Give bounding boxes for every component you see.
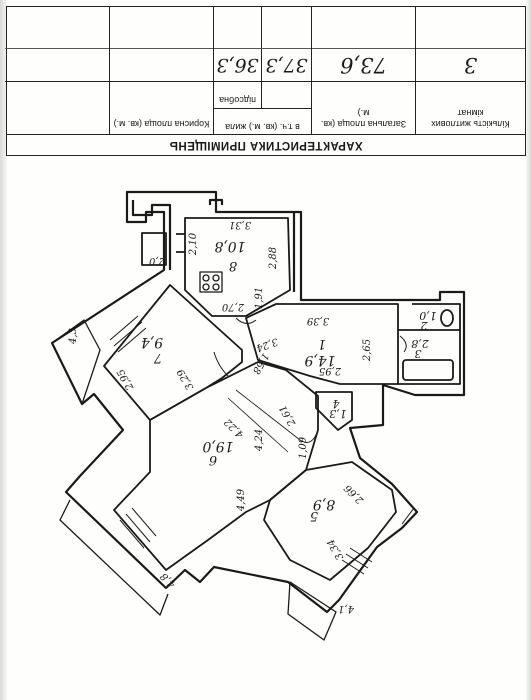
plan-label-balcony-c: 4,1 bbox=[338, 603, 355, 614]
plan-label-room-1-num: 1 bbox=[318, 336, 326, 351]
plan-label-room-7-area: 9,4 bbox=[141, 334, 163, 350]
plan-label-room-7-dim-b: 2,95 bbox=[116, 367, 137, 393]
plan-label-room-6-dim-b: 4,22 bbox=[222, 416, 246, 440]
plan-label-room-4-area: 1,3 bbox=[329, 407, 347, 420]
plan-label-room-8-dim-a: 3,31 bbox=[229, 219, 251, 230]
plan-label-room-8-dim-c: 2,88 bbox=[268, 247, 279, 270]
plan-label-room-6-area: 19,0 bbox=[202, 438, 233, 454]
windows bbox=[109, 315, 415, 575]
scan-edge-right bbox=[526, 0, 531, 700]
plan-label-closet-area: 2,0 bbox=[148, 255, 166, 266]
plan-label-room-3-num: 3 bbox=[415, 347, 422, 360]
doors bbox=[213, 317, 407, 443]
plan-label-room-5-dim-b: 3,34 bbox=[326, 537, 347, 562]
interior-walls bbox=[103, 217, 461, 581]
plan-label-room-1-dim-a: 3,39 bbox=[306, 315, 329, 326]
plan-label-room-1-dim-e: 3,24 bbox=[255, 335, 280, 353]
plan-label-room-6-dim-c: 4,49 bbox=[236, 488, 247, 512]
plan-label-room-5-area: 8,9 bbox=[313, 496, 335, 512]
plan-label-room-8-area: 10,8 bbox=[214, 238, 245, 254]
plan-label-room-1-dim-b: 2,95 bbox=[319, 365, 342, 376]
plan-label-room-3-area: 2,8 bbox=[411, 337, 430, 350]
plan-label-balcony-b: 4,8 bbox=[159, 570, 179, 590]
plan-label-room-1-dim-c: 2,65 bbox=[362, 339, 373, 362]
plan-label-room-7-dim-a: 3,29 bbox=[175, 366, 196, 391]
plan-label-room-1-dim-d: 1,58 bbox=[250, 351, 271, 376]
scan-edge-left bbox=[0, 0, 7, 700]
plan-label-room-2-num: 2 bbox=[421, 319, 429, 332]
plan-label-room-6-dim-d: 1,09 bbox=[298, 436, 309, 459]
plan-label-room-4-num: 4 bbox=[333, 397, 341, 410]
plan-label-room-2-area: 1,0 bbox=[419, 309, 437, 322]
plan-label-room-7-num: 7 bbox=[153, 350, 162, 365]
plan-label-room-8-dim-b: 2,10 bbox=[188, 232, 199, 256]
plan-labels: 8 10,8 3,31 2,10 2,88 2,70 1,91 2,0 114,9 3,39 2,9… bbox=[68, 219, 437, 614]
plan-label-room-8-dim-d: 2,70 bbox=[221, 301, 245, 312]
balconies bbox=[51, 319, 337, 641]
plan-label-room-8-dim-e: 1,91 bbox=[254, 287, 265, 309]
plan-label-room-6-dim-a: 4,24 bbox=[254, 429, 265, 452]
plan-label-room-6-num: 6 bbox=[209, 452, 217, 467]
plan-label-room-5-num: 5 bbox=[310, 508, 318, 523]
plan-label-balcony-a: 4,3 bbox=[68, 328, 79, 345]
plan-label-room-8-num: 8 bbox=[229, 258, 237, 273]
stove-symbol bbox=[199, 271, 223, 293]
plan-label-room-5-dim-a: 2,66 bbox=[342, 482, 367, 507]
outer-walls bbox=[50, 190, 466, 614]
plan-label-room-1-area: 14,9 bbox=[304, 352, 335, 368]
